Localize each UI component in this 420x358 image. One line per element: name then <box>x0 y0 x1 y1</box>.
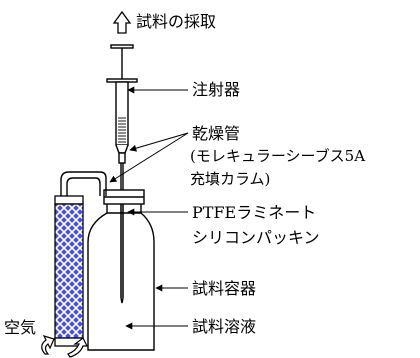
connecting-tube <box>60 171 107 196</box>
drying-tube-label: 乾燥管 <box>192 124 241 143</box>
syringe-label: 注射器 <box>192 80 241 99</box>
sample-container <box>87 189 155 351</box>
leader-lines <box>109 86 189 330</box>
sampling-arrow <box>112 10 132 34</box>
container-label: 試料容器 <box>192 279 257 298</box>
sampling-label: 試料の採取 <box>136 12 217 31</box>
air-label: 空気 <box>4 318 37 337</box>
drying-tube-note-line2: 充填カラム) <box>190 170 271 188</box>
septum-label-line2: シリコンパッキン <box>192 228 320 247</box>
drying-tube-note-line1: (モレキュラーシーブス5A <box>190 147 366 165</box>
solution-label: 試料溶液 <box>192 317 257 336</box>
drying-column <box>54 195 84 347</box>
air-inflow-arrows <box>41 335 88 358</box>
septum-label-line1: PTFEラミネート <box>192 203 317 222</box>
